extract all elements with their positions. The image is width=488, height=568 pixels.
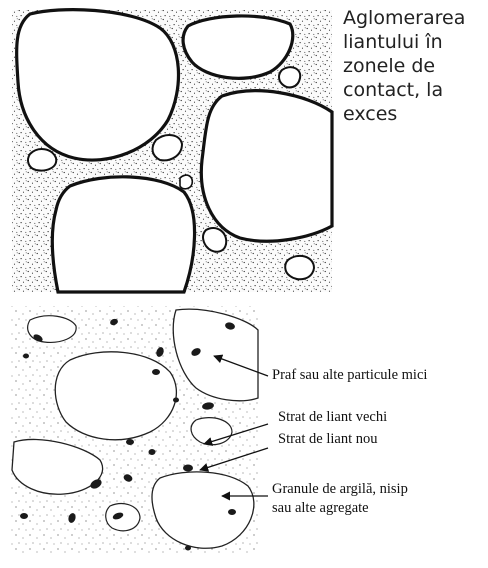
granules-label-line2: sau alte agregate xyxy=(272,500,369,517)
granules-label-line1: Granule de argilă, nisip xyxy=(272,481,408,498)
top-caption-line: liantului în xyxy=(343,30,483,54)
top-caption-line: Aglomerarea xyxy=(343,6,483,30)
old-binder-label: Strat de liant vechi xyxy=(278,409,387,426)
top-small-grain xyxy=(180,175,192,189)
top-panel xyxy=(12,10,332,292)
top-caption: Aglomerarea liantului în zonele de conta… xyxy=(343,6,483,126)
top-caption-line: exces xyxy=(343,102,483,126)
bottom-panel xyxy=(10,306,268,554)
top-small-grain xyxy=(279,67,300,87)
new-binder-label: Strat de liant nou xyxy=(278,431,377,448)
bottom-grain xyxy=(191,418,232,445)
top-small-grain xyxy=(28,149,56,170)
top-grain xyxy=(52,177,194,292)
top-caption-line: contact, la xyxy=(343,78,483,102)
bottom-grain xyxy=(55,352,176,440)
bottom-grain xyxy=(106,504,140,531)
dust-label: Praf sau alte particule mici xyxy=(272,367,427,384)
top-caption-line: zonele de xyxy=(343,54,483,78)
top-grain xyxy=(17,10,179,160)
top-small-grain xyxy=(285,256,314,279)
top-grain xyxy=(183,16,293,78)
top-grain xyxy=(201,91,332,241)
